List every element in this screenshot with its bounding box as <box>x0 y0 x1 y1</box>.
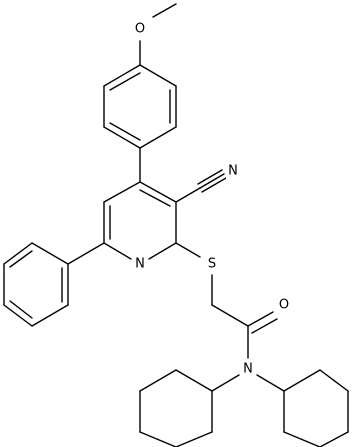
atom-label-amide-nitrogen: N <box>241 361 255 377</box>
methoxy-oxygen-label: O <box>135 22 145 37</box>
phenyl-ring <box>3 242 105 327</box>
atom-label-carbonyl-oxygen: O <box>277 297 291 313</box>
atom-label-methoxy-oxygen: O <box>133 20 147 37</box>
atom-label-sulfur: S <box>205 256 219 272</box>
methoxy-group <box>139 3 177 66</box>
thioacetamide-chain <box>175 242 278 359</box>
cyclohexyl-ring-left <box>139 369 240 447</box>
nitrile-group <box>175 169 227 203</box>
atom-label-nitrile-nitrogen: N <box>226 163 240 179</box>
ring-nitrogen-label: N <box>135 257 145 272</box>
nitrile-nitrogen-label: N <box>228 164 238 179</box>
methoxyphenyl-ring <box>103 64 177 149</box>
amide-nitrogen-label: N <box>243 362 253 377</box>
atom-label-ring-nitrogen: N <box>133 256 147 272</box>
sulfur-label: S <box>208 257 216 272</box>
cyclohexyl-ring-right <box>256 369 349 447</box>
carbonyl-oxygen-label: O <box>279 298 289 313</box>
pyridine-ring <box>103 147 177 260</box>
